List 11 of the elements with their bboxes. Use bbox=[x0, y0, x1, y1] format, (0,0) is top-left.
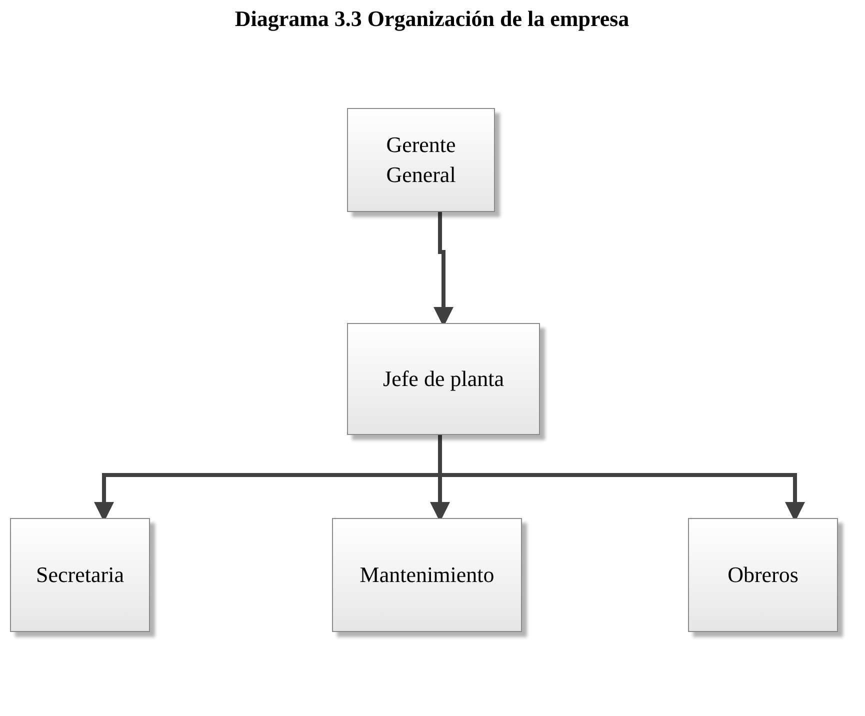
org-box bbox=[347, 108, 495, 212]
org-box bbox=[332, 518, 522, 632]
box-label: Obreros bbox=[728, 561, 798, 589]
box-label: Secretaria bbox=[36, 561, 124, 589]
org-box bbox=[347, 323, 540, 435]
box-label: Jefe de planta bbox=[383, 365, 504, 393]
org-box bbox=[10, 518, 150, 632]
box-label: Gerente General bbox=[385, 131, 457, 189]
org-box bbox=[688, 518, 838, 632]
diagram-title: Diagrama 3.3 Organización de la empresa bbox=[234, 6, 630, 32]
box-label: Mantenimiento bbox=[360, 561, 494, 589]
